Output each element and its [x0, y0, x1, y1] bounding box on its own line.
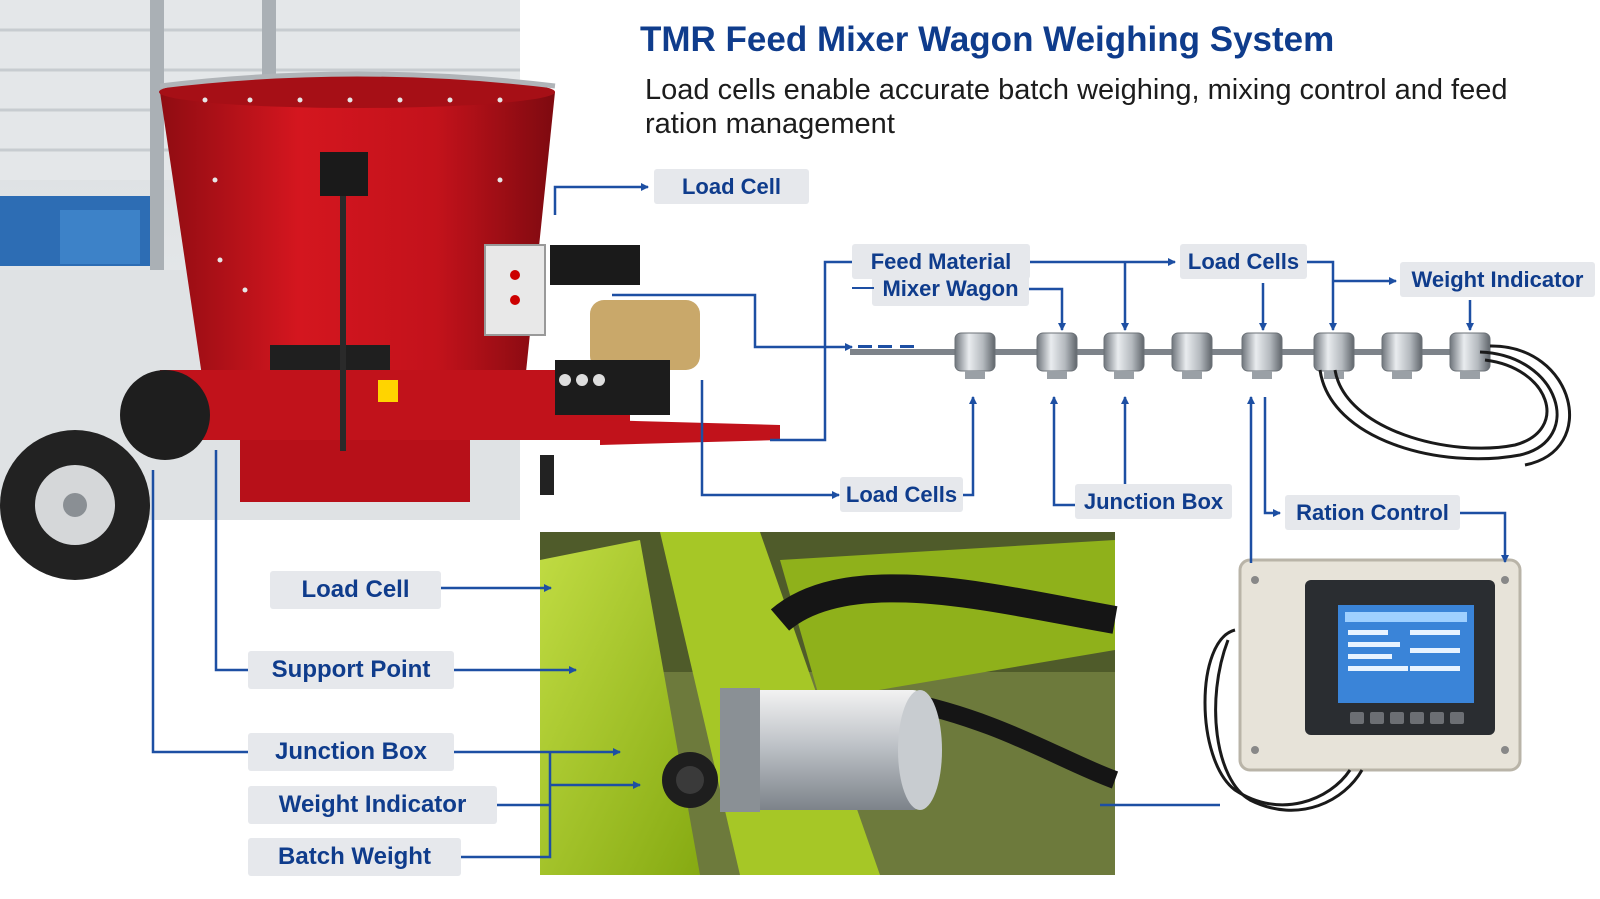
mixer-wagon-arrow [852, 287, 874, 289]
load-cell-canister [1381, 332, 1423, 372]
label-load-cell-top: Load Cell [654, 169, 809, 204]
label-load-cells-top: Load Cells [1180, 244, 1307, 279]
connector-lines [151, 183, 1509, 859]
load-cell-canister [1241, 332, 1283, 372]
load-cell-canister [954, 332, 996, 372]
load-cell-mount [1460, 371, 1480, 379]
load-cell-canister [1171, 332, 1213, 372]
load-cell-mount [1114, 371, 1134, 379]
label-ration-control: Ration Control [1285, 495, 1460, 530]
label-mixer-wagon: Mixer Wagon [872, 272, 1029, 306]
mixer-wagon-illustration [0, 71, 780, 580]
load-cell-mount [1324, 371, 1344, 379]
page-title: TMR Feed Mixer Wagon Weighing System [640, 20, 1335, 59]
label-junction-box-left: Junction Box [248, 733, 454, 771]
load-cell-chain-illustration [850, 332, 1572, 467]
label-support-point: Support Point [248, 651, 454, 689]
label-load-cell-left: Load Cell [270, 571, 441, 609]
weight-indicator-device-illustration [1203, 558, 1522, 812]
load-cell-mount [1182, 371, 1202, 379]
label-junction-box-mid: Junction Box [1075, 484, 1232, 519]
load-cell-canister [1103, 332, 1145, 372]
load-cell-canister [1313, 332, 1355, 372]
label-weight-indicator-left: Weight Indicator [248, 786, 497, 824]
load-cell-canister [1036, 332, 1078, 372]
label-weight-indicator-top: Weight Indicator [1400, 262, 1595, 297]
page-subtitle: Load cells enable accurate batch weighin… [645, 74, 1508, 140]
load-cell-mount [1047, 371, 1067, 379]
label-batch-weight: Batch Weight [248, 838, 461, 876]
load-cell-closeup-illustration [540, 532, 1119, 875]
load-cell-mount [1252, 371, 1272, 379]
load-cell-mount [965, 371, 985, 379]
load-cell-mount [1392, 371, 1412, 379]
label-load-cells-mid: Load Cells [840, 477, 963, 512]
